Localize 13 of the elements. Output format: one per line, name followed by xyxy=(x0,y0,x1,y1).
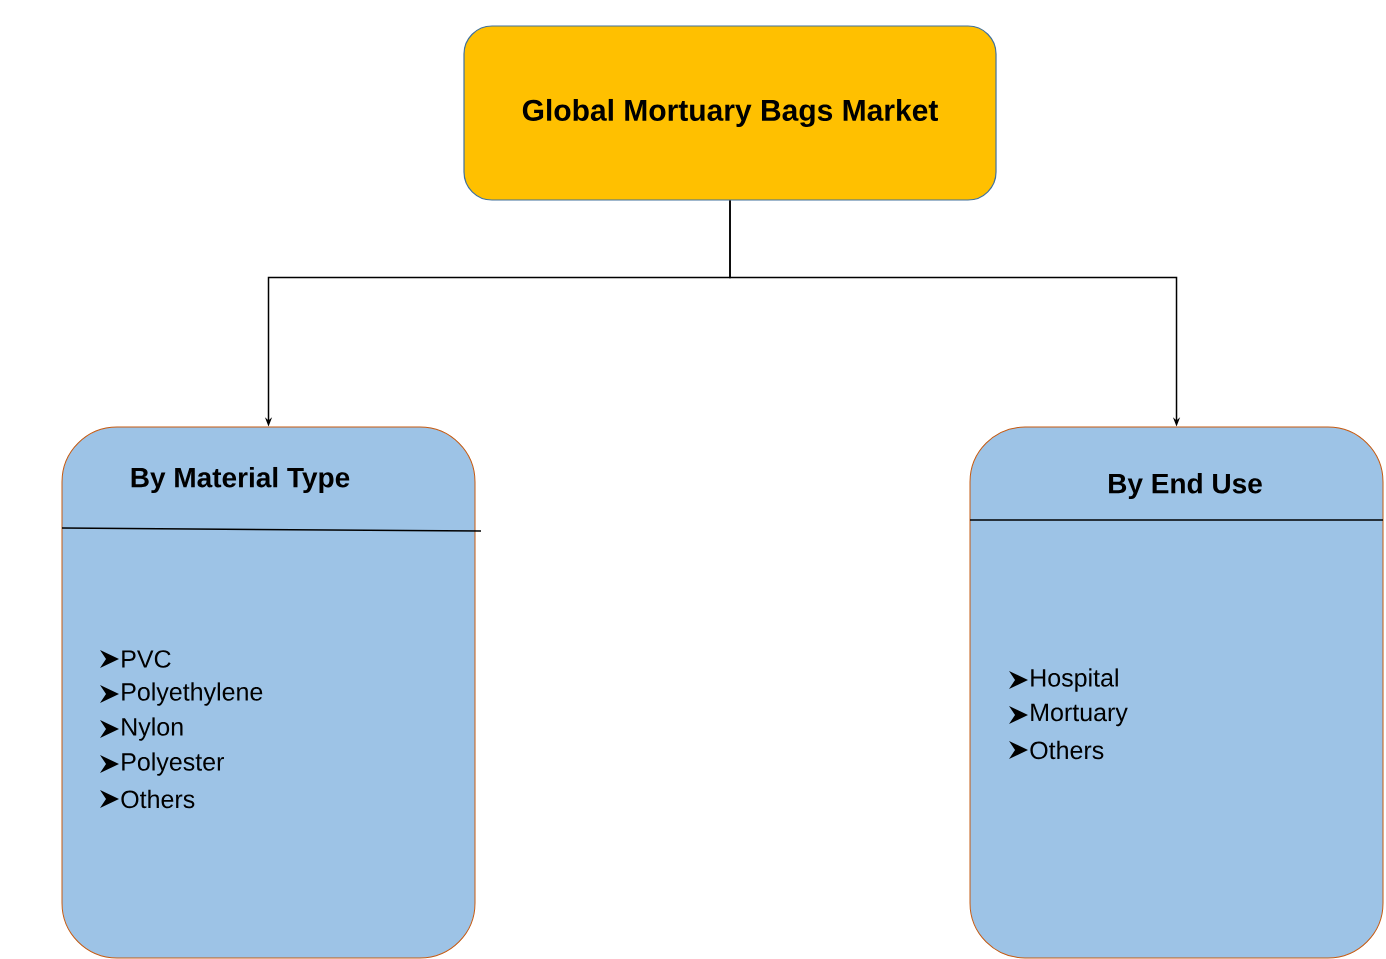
list-item: Others xyxy=(121,789,195,809)
list-item: Polyester xyxy=(122,752,224,776)
list-item: PVC xyxy=(122,650,171,668)
category-box xyxy=(61,426,482,959)
category-heading: By Material Type xyxy=(131,466,350,494)
list-item: Others xyxy=(1030,740,1104,760)
category-heading: By End Use xyxy=(1109,472,1262,500)
list-item: Nylon xyxy=(122,717,183,741)
list-item: Polyethylene xyxy=(122,682,263,706)
category-box xyxy=(969,426,1384,959)
list-item: Hospital xyxy=(1031,668,1118,692)
list-item: Mortuary xyxy=(1031,703,1128,727)
title-box: Global Mortuary Bags Market xyxy=(463,25,997,201)
